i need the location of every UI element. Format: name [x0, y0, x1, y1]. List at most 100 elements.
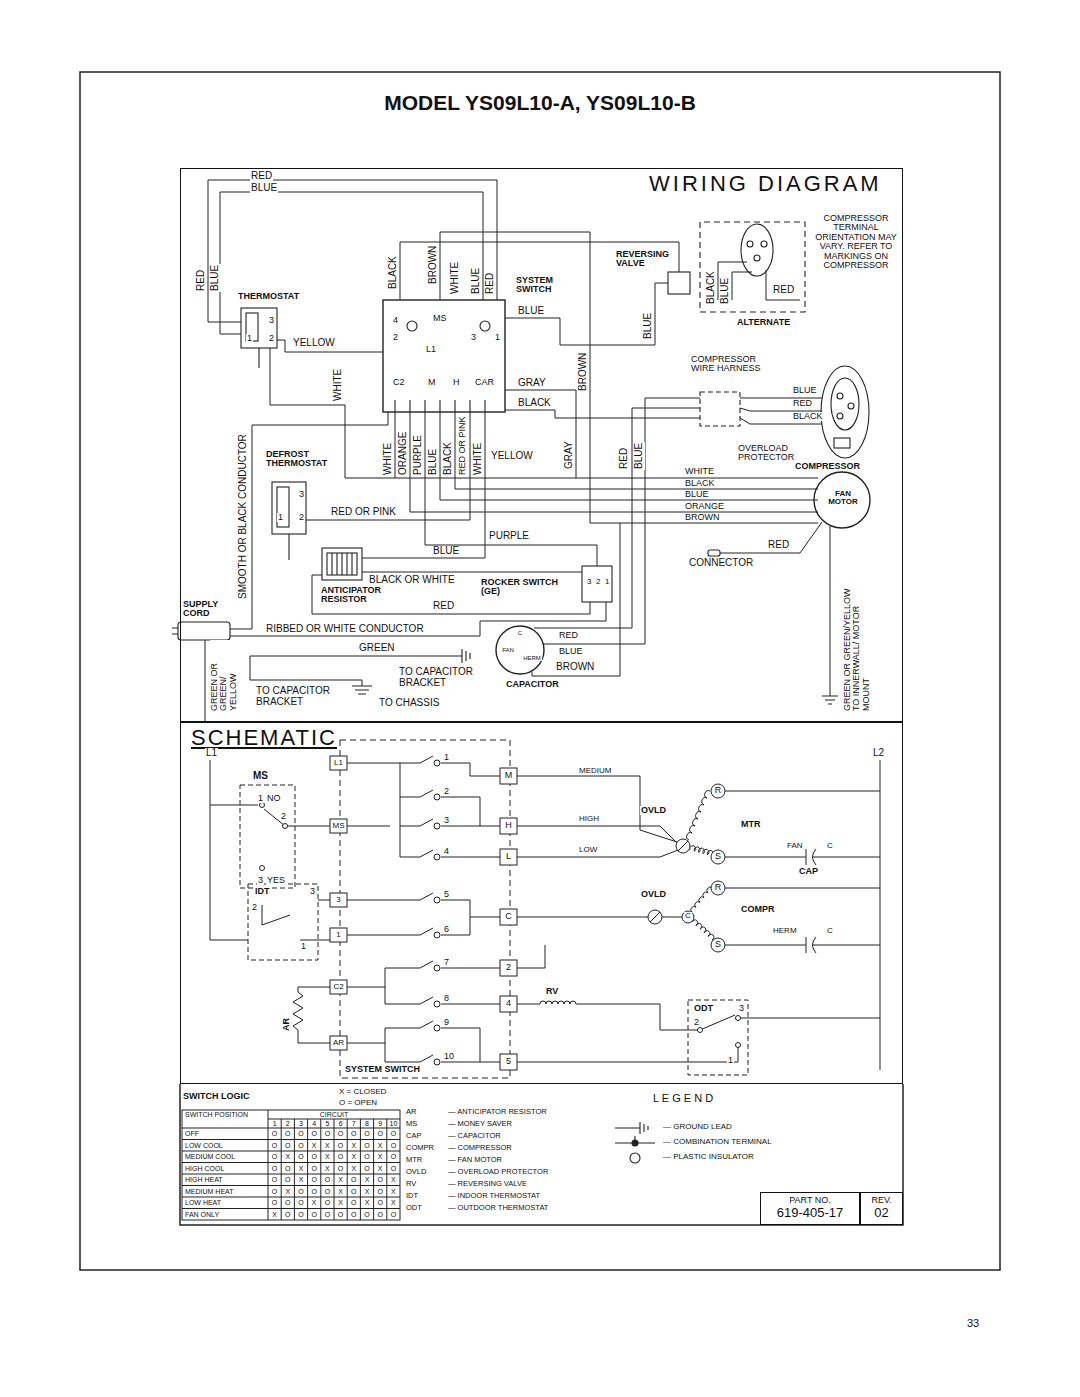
wire-part — [410, 412, 818, 512]
schematic-symbol — [260, 756, 741, 1070]
wire-part — [250, 656, 462, 657]
switch-logic-cell: X — [337, 1176, 344, 1183]
diagram-label: BROWN — [684, 513, 721, 522]
diagram-label: HERM — [522, 655, 542, 661]
diagram-label: FAN MOTOR — [820, 490, 866, 507]
diagram-label: BLACK — [517, 398, 552, 409]
component-outline-part — [700, 392, 740, 426]
diagram-label: 5 — [505, 1057, 512, 1066]
switch-logic-cell: O — [363, 1130, 370, 1137]
component-outline — [172, 222, 870, 674]
switch-logic-cell: LOW HEAT — [184, 1199, 222, 1206]
switch-logic-cell: X — [350, 1153, 357, 1160]
schematic-symbol-part — [330, 980, 347, 994]
wire-part — [205, 640, 206, 722]
switch-logic-cell: O — [271, 1142, 278, 1149]
component-outline-part — [747, 241, 753, 247]
diagram-label: 1 — [335, 931, 341, 939]
switch-logic-cell: O — [297, 1130, 304, 1137]
switch-logic-cell: X — [350, 1142, 357, 1149]
switch-logic-cell: X — [284, 1188, 291, 1195]
switch-logic-cell: O — [390, 1130, 397, 1137]
diagram-label: WHITE — [383, 442, 394, 476]
switch-logic-cell: O — [324, 1130, 331, 1137]
diagram-label: BLUE — [250, 183, 278, 194]
diagram-label: AR — [282, 1017, 291, 1032]
diagram-label: SMOOTH OR BLACK CONDUCTOR — [238, 433, 249, 600]
diagram-label: C — [517, 630, 523, 636]
diagram-label: 2 — [251, 903, 258, 912]
switch-logic-cell: FAN ONLY — [184, 1211, 220, 1218]
ground-symbol — [352, 649, 838, 704]
diagram-label: ODT — [693, 1004, 714, 1013]
schematic-symbol-part — [434, 854, 440, 860]
switch-logic-cell: O — [271, 1130, 278, 1137]
diagram-label: 2 — [280, 812, 287, 821]
switch-logic-cell: O — [324, 1211, 331, 1218]
switch-logic-cell: X — [324, 1142, 331, 1149]
schematic-symbol-part — [500, 996, 517, 1012]
model-title: MODEL YS09L10-A, YS09L10-B — [0, 90, 1080, 115]
diagram-label: S — [714, 852, 722, 861]
diagram-label: C2 — [392, 378, 406, 387]
legend-entry: — PLASTIC INSULATOR — [662, 1153, 755, 1161]
switch-logic-cell: O — [350, 1188, 357, 1195]
diagram-label: 4 — [392, 316, 399, 325]
title-block-text: 619-405-17 — [777, 1206, 844, 1220]
diagram-label: 1 — [277, 513, 284, 522]
diagram-label: RED OR PINK — [458, 415, 467, 476]
diagram-label: ROCKER SWITCH (GE) — [480, 578, 564, 597]
schematic-line-part — [210, 760, 258, 805]
switch-logic-cell: O — [337, 1165, 344, 1172]
diagram-label: BLACK — [443, 441, 454, 476]
diagram-label: SYSTEM SWITCH — [344, 1065, 421, 1074]
schematic-symbol-part — [434, 1025, 440, 1031]
diagram-label: C — [684, 912, 692, 920]
diagram-label: NO — [266, 794, 282, 803]
switch-logic-cell: 9 — [377, 1120, 383, 1127]
diagram-label: SUPPLY CORD — [182, 600, 229, 619]
switch-logic-cell: O — [363, 1165, 370, 1172]
diagram-label: ANTICIPATOR RESISTOR — [320, 586, 392, 605]
diagram-label: L1 — [333, 759, 344, 767]
switch-logic-cell: X — [271, 1211, 278, 1218]
switch-logic-cell: O — [324, 1188, 331, 1195]
wire-part — [720, 522, 822, 553]
schematic-symbol-part — [711, 881, 725, 895]
diagram-label: PURPLE — [488, 531, 530, 542]
legend-abbreviation: — ANTICIPATOR RESISTOR — [447, 1108, 548, 1116]
switch-logic-cell: O — [363, 1142, 370, 1149]
switch-logic-cell: O — [376, 1211, 383, 1218]
legend-abbreviation: RV — [405, 1180, 417, 1188]
diagram-label: GREEN OR GREEN/YELLOW TO INNERWALL/ MOTO… — [843, 580, 871, 712]
diagram-label: WHITE — [684, 467, 715, 476]
diagram-label: RIBBED OR WHITE CONDUCTOR — [265, 624, 425, 635]
schematic-symbol-part — [434, 760, 440, 766]
component-outline-part — [395, 400, 485, 412]
switch-logic-cell: 8 — [364, 1120, 370, 1127]
diagram-label: R — [714, 883, 723, 892]
diagram-label: BLUE — [643, 312, 654, 340]
diagram-label: H — [452, 378, 461, 387]
switch-logic-cell: HIGH HEAT — [184, 1176, 224, 1183]
diagram-label: L2 — [872, 748, 885, 759]
schematic-symbol-part — [698, 1028, 703, 1033]
diagram-label: L E G E N D — [652, 1093, 714, 1105]
diagram-label: 1 — [727, 1056, 734, 1065]
switch-logic-cell: O — [271, 1188, 278, 1195]
switch-logic-cell: O — [271, 1199, 278, 1206]
diagram-label: BROWN — [578, 352, 589, 392]
schematic-line-part — [691, 887, 712, 912]
diagram-label: 4 — [443, 847, 450, 856]
legend-symbol — [615, 1122, 655, 1163]
component-outline-part — [480, 321, 490, 331]
component-outline-part — [496, 626, 544, 674]
wire-part — [543, 398, 645, 644]
switch-logic-cell: X — [298, 1165, 305, 1172]
ground-symbol-part — [352, 686, 372, 694]
legend-abbreviation: — MONEY SAVER — [447, 1120, 513, 1128]
switch-logic-cell: O — [310, 1176, 317, 1183]
legend-text: — COMBINATION TERMINAL — [663, 1137, 772, 1146]
diagram-label: 2 — [693, 1018, 700, 1027]
schematic-symbol-part — [500, 960, 517, 976]
